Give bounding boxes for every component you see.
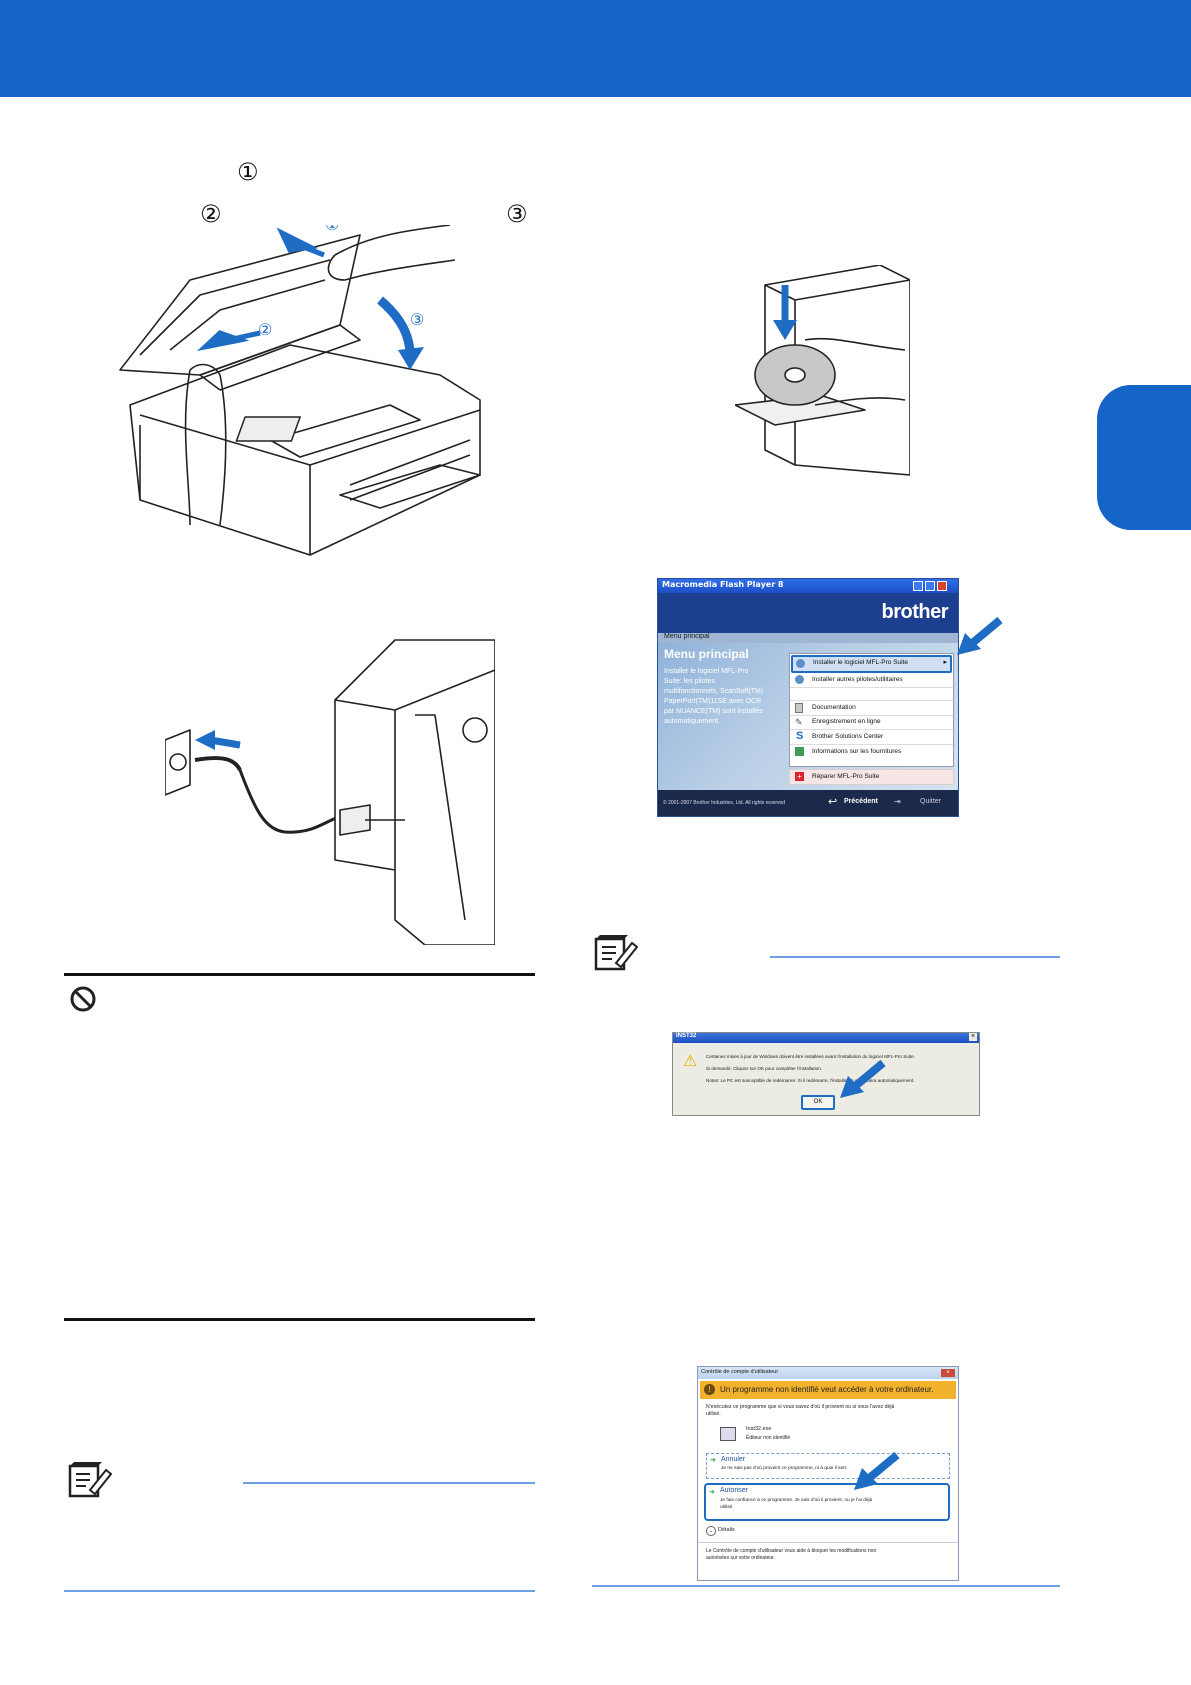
minimize-button[interactable]	[913, 581, 923, 591]
uac-banner: ! Un programme non identifié veut accéde…	[700, 1381, 956, 1399]
warning-icon: ⚠	[683, 1053, 698, 1070]
power-cable-illustration	[165, 639, 495, 945]
cd-icon	[795, 675, 804, 684]
cancel-option[interactable]: ➔ Annuler Je ne sais pas d'où provient c…	[706, 1453, 950, 1479]
flash-window: Macromedia Flash Player 8 brother Menu p…	[657, 578, 959, 817]
printer-open-illustration: ① ② ③	[119, 225, 481, 556]
back-arrow-icon: ↩	[828, 796, 838, 808]
flash-title: Macromedia Flash Player 8	[662, 580, 784, 589]
arrow-right-icon: ➔	[709, 1489, 715, 1496]
ok-button[interactable]: OK	[801, 1095, 835, 1110]
program-name: Inst32.exe	[746, 1426, 772, 1432]
flash-breadcrumb: Menu principal	[664, 633, 710, 640]
flash-description: Installer le logiciel MFL-Pro Suite: les…	[664, 668, 764, 725]
document-icon	[795, 703, 803, 713]
cancel-label: Annuler	[721, 1456, 746, 1463]
warning-rule-top	[64, 973, 535, 976]
menu-item-registration[interactable]: ✎ Enregistrement en ligne	[790, 715, 953, 730]
exit-icon: ⇥	[894, 797, 901, 806]
note-rule-right	[770, 956, 1060, 958]
cd-icon	[796, 659, 805, 668]
step-marker-2: ②	[200, 200, 222, 228]
pointer-arrow-flash	[957, 616, 1003, 655]
note-icon	[68, 1462, 112, 1498]
supplies-icon	[795, 747, 804, 756]
solutions-center-icon: S	[796, 730, 804, 742]
details-label: Détails	[718, 1527, 735, 1533]
pen-icon: ✎	[795, 717, 803, 727]
column-end-rule-right	[592, 1585, 1060, 1587]
prohibition-icon	[70, 986, 96, 1012]
note-icon-right	[594, 935, 638, 971]
flash-brand-bar: brother	[658, 593, 958, 633]
flash-content: Menu principal Installer le logiciel MFL…	[658, 643, 958, 790]
alert-shield-icon: !	[704, 1384, 715, 1395]
cd-insert-illustration	[735, 265, 910, 476]
menu-item-install-mfl[interactable]: Installer le logiciel MFL-Pro Suite ▸	[791, 655, 952, 673]
back-button[interactable]: Précédent	[844, 798, 878, 805]
uac-dialog: Contrôle de compte d'utilisateur × ! Un …	[697, 1366, 959, 1581]
menu-item-documentation[interactable]: Documentation	[790, 700, 953, 716]
flash-copyright: © 2001-2007 Brother Industries, Ltd. All…	[663, 800, 786, 806]
step-marker-3: ③	[506, 200, 528, 228]
menu-item-solutions-center[interactable]: S Brother Solutions Center	[790, 730, 953, 745]
illus-marker-2: ②	[258, 322, 272, 339]
inst32-dialog: INST32 × ⚠ Certaines mises à jour de Win…	[672, 1032, 980, 1116]
uac-warning: N'exécutez ce programme que si vous save…	[706, 1404, 895, 1417]
close-icon[interactable]: ×	[969, 1033, 977, 1041]
menu-item-repair[interactable]: + Réparer MFL-Pro Suite	[789, 769, 954, 785]
close-icon[interactable]: ×	[941, 1369, 955, 1377]
illus-marker-3: ③	[410, 312, 424, 329]
close-button[interactable]	[937, 581, 947, 591]
step-marker-1: ①	[237, 158, 259, 186]
uac-titlebar: Contrôle de compte d'utilisateur ×	[698, 1367, 958, 1379]
side-tab	[1097, 385, 1191, 530]
program-icon	[720, 1427, 736, 1441]
header-band	[0, 0, 1191, 97]
column-end-rule-left	[64, 1590, 535, 1592]
illus-marker-1: ①	[325, 225, 339, 234]
uac-banner-text: Un programme non identifié veut accéder …	[720, 1385, 934, 1394]
uac-footer: Le Contrôle de compte d'utilisateur vous…	[706, 1548, 877, 1561]
quit-button[interactable]: Quitter	[920, 798, 942, 805]
warning-rule-bottom	[64, 1318, 535, 1321]
uac-title: Contrôle de compte d'utilisateur	[701, 1369, 779, 1375]
note-rule-left	[243, 1482, 535, 1484]
chevron-right-icon: ▸	[943, 659, 947, 666]
allow-label: Autoriser	[720, 1487, 749, 1494]
cancel-description: Je ne sais pas d'où provient ce programm…	[721, 1466, 848, 1471]
allow-description: Je fais confiance à ce programme. Je sai…	[720, 1498, 873, 1510]
pointer-arrow-uac	[854, 1451, 900, 1490]
chevron-down-icon: ⌄	[706, 1526, 716, 1536]
arrow-right-icon: ➔	[710, 1457, 716, 1464]
brother-logo: brother	[881, 601, 949, 623]
pointer-arrow-inst32	[840, 1059, 886, 1098]
program-publisher: Éditeur non identifié	[746, 1435, 791, 1441]
allow-option[interactable]: ➔ Autoriser Je fais confiance à ce progr…	[704, 1483, 950, 1521]
flash-heading: Menu principal	[664, 647, 749, 661]
inst32-message: Certaines mises à jour de Windows doiven…	[706, 1054, 915, 1083]
menu-item-supplies[interactable]: Informations sur les fournitures	[790, 745, 953, 759]
inst32-title: INST32	[676, 1033, 697, 1039]
maximize-button[interactable]	[925, 581, 935, 591]
flash-menu-panel: Installer le logiciel MFL-Pro Suite ▸ In…	[789, 653, 954, 767]
repair-icon: +	[795, 772, 804, 781]
menu-item-other-drivers[interactable]: Installer autres pilotes/utilitaires	[790, 673, 953, 688]
flash-footer: © 2001-2007 Brother Industries, Ltd. All…	[658, 790, 958, 816]
inst32-titlebar: INST32 ×	[673, 1033, 979, 1043]
flash-titlebar: Macromedia Flash Player 8	[658, 579, 958, 593]
